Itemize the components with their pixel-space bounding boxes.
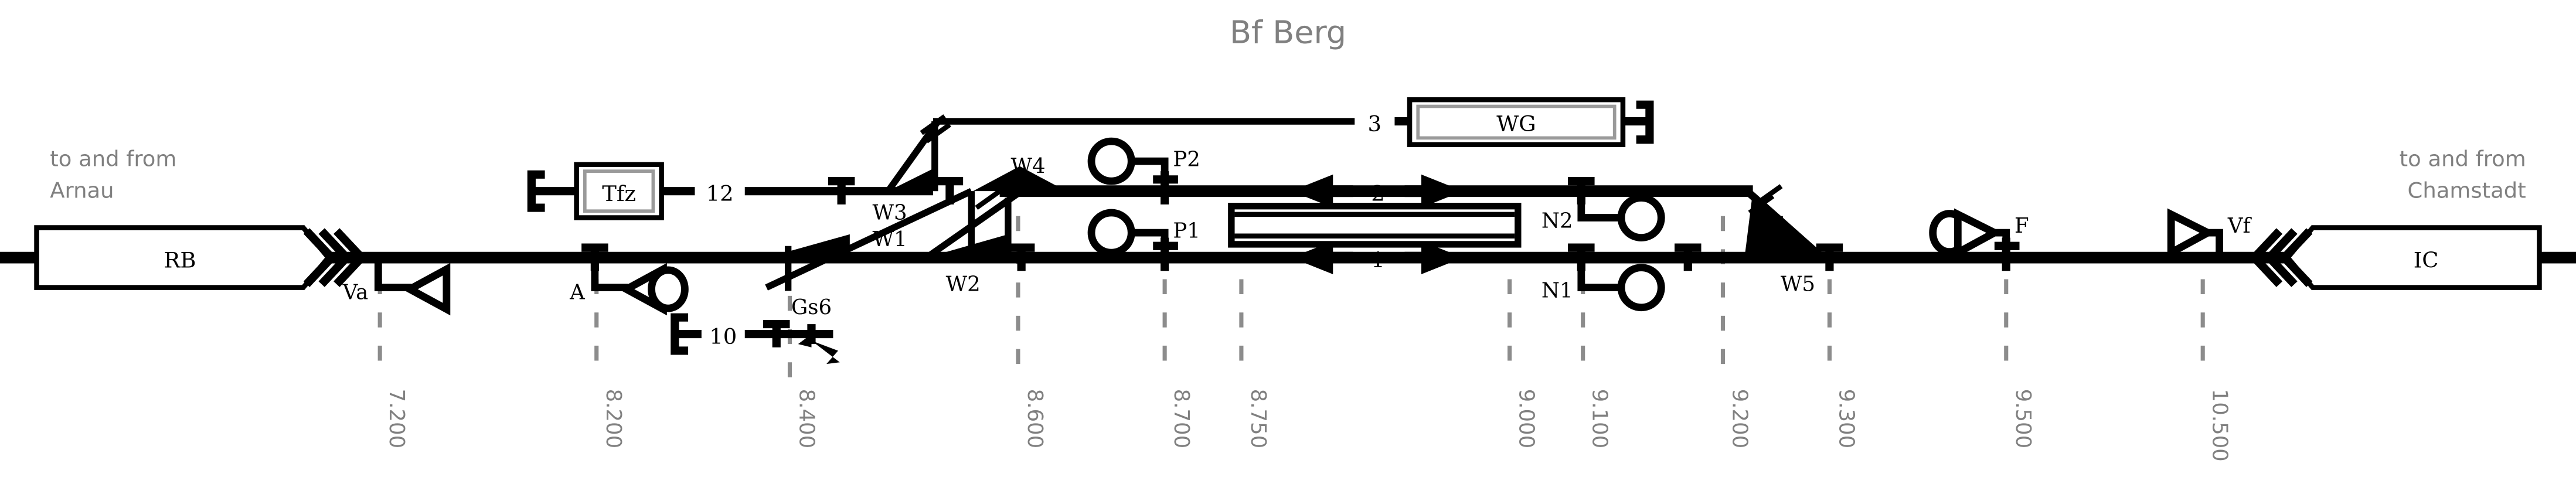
signal-p2[interactable]: P2 (1087, 137, 1200, 205)
km-label: 9.300 (1834, 389, 1858, 448)
track-3: 3 WG (933, 97, 1654, 148)
signal-f[interactable]: F (1929, 208, 2029, 271)
direction-arrows-track-1: 1 (1291, 241, 1463, 274)
track-number-12: 12 (706, 181, 734, 206)
km-label: 8.200 (601, 389, 625, 448)
direction-arrows-track-2: 2 (1291, 174, 1463, 208)
track-number-3: 3 (1368, 111, 1382, 137)
signal-va-label: Va (342, 281, 369, 305)
switch-w4-label: W4 (1010, 154, 1045, 178)
signal-vf-label: Vf (2227, 214, 2252, 238)
km-label: 8.700 (1169, 389, 1193, 448)
page-title: Bf Berg (1230, 14, 1346, 51)
km-label: 9.000 (1515, 389, 1539, 448)
switch-w4[interactable]: W4 (973, 154, 1753, 197)
derailer-gs6-label: Gs6 (791, 295, 832, 319)
km-label: 8.750 (1246, 389, 1270, 448)
km-label: 7.200 (384, 389, 409, 448)
signal-p1-label: P1 (1173, 219, 1200, 243)
track-number-10: 10 (709, 324, 737, 349)
track-12: Tfz 12 (527, 162, 933, 220)
signal-n2-label: N2 (1541, 209, 1573, 233)
line-end-box-ic: IC (2248, 225, 2542, 290)
track-number-1: 1 (1371, 248, 1385, 273)
switch-w3[interactable]: W3 (873, 114, 964, 225)
left-direction-line1: to and from (50, 146, 176, 172)
signal-n1-label: N1 (1541, 279, 1573, 303)
signal-f-label: F (2014, 214, 2029, 238)
signal-p2-label: P2 (1173, 148, 1200, 172)
km-label: 10.500 (2207, 389, 2231, 462)
right-direction-line1: to and from (2400, 146, 2526, 172)
track-number-2: 2 (1371, 181, 1385, 206)
left-direction-line2: Arnau (50, 178, 114, 203)
km-label: 9.200 (1728, 389, 1752, 448)
switch-w5-label: W5 (1781, 272, 1815, 296)
switch-w5[interactable]: W5 (1675, 184, 1843, 297)
platform (1228, 203, 1522, 248)
signal-a-label: A (569, 281, 585, 305)
signal-vf[interactable]: Vf (2167, 208, 2252, 259)
signal-p1[interactable]: P1 (1087, 209, 1200, 271)
line-end-box-rb-label: RB (164, 248, 196, 273)
siding-10: 10 Gs6 (671, 295, 840, 364)
line-end-box-ic-label: IC (2414, 248, 2439, 273)
km-label: 8.400 (795, 389, 819, 448)
km-label: 9.500 (2011, 389, 2035, 448)
switch-w1[interactable]: W1 (765, 188, 973, 291)
line-end-box-rb: RB (34, 225, 367, 290)
facility-box-wg-label: WG (1496, 111, 1536, 137)
km-label: 8.600 (1023, 389, 1047, 448)
switch-w2-label: W2 (946, 272, 981, 296)
signal-a[interactable]: A (569, 243, 689, 316)
right-direction-line2: Chamstadt (2408, 178, 2526, 203)
signal-n1[interactable]: N1 (1541, 243, 1665, 312)
switch-w2[interactable]: W2 (924, 188, 1035, 296)
signal-va[interactable]: Va (342, 257, 451, 316)
facility-box-tfz-label: Tfz (602, 181, 636, 206)
km-label: 9.100 (1588, 389, 1612, 448)
signal-n2[interactable]: N2 (1541, 177, 1665, 241)
switch-w1-label: W1 (873, 227, 907, 251)
km-marker-labels: 7.200 8.200 8.400 8.600 8.700 8.750 9.00… (384, 389, 2231, 462)
